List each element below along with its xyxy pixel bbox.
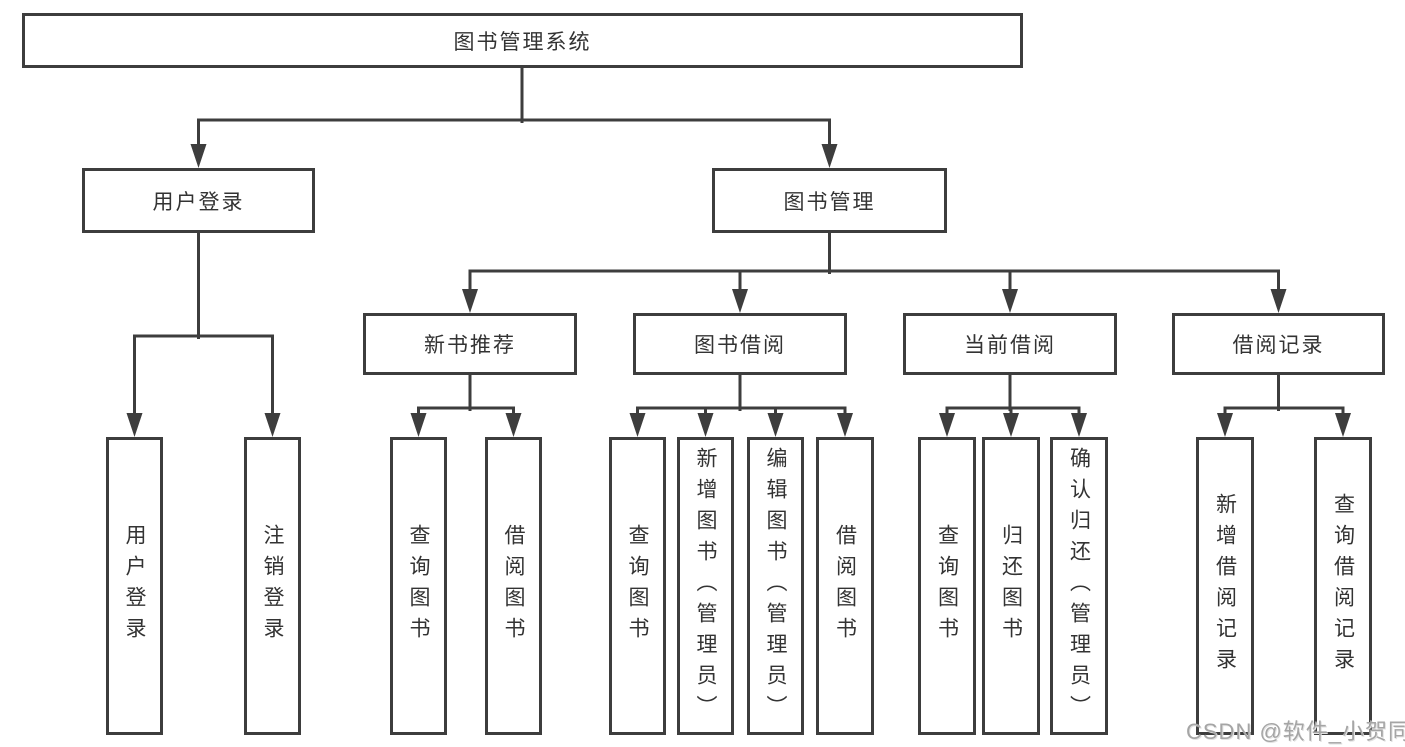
node-library-system: 图书管理系统 [22,13,1023,68]
leaf-query-books-recommend-label: 查询图书 [407,524,430,648]
node-user-login-group: 用户登录 [82,168,315,233]
leaf-logout: 注销登录 [244,437,301,735]
leaf-query-books-current: 查询图书 [918,437,976,735]
leaf-return-book: 归还图书 [982,437,1040,735]
node-book-borrowing-label: 图书借阅 [694,334,786,357]
node-book-management: 图书管理 [712,168,947,233]
csdn-watermark: CSDN @软件_小贺同学 [1186,719,1405,744]
leaf-add-book-admin: 新增图书（管理员） [677,437,734,735]
leaf-confirm-return-admin-label: 确认归还（管理员） [1067,446,1091,726]
leaf-add-borrow-record-label: 新增借阅记录 [1213,493,1237,679]
leaf-edit-book-admin-label: 编辑图书（管理员） [764,446,787,726]
leaf-query-borrow-record: 查询借阅记录 [1314,437,1372,735]
leaf-query-books-borrowing: 查询图书 [609,437,666,735]
leaf-return-book-label: 归还图书 [999,524,1023,648]
node-book-management-label: 图书管理 [783,190,876,214]
node-library-system-label: 图书管理系统 [453,30,592,54]
leaf-borrow-books-borrowing: 借阅图书 [816,437,874,735]
node-user-login-group-label: 用户登录 [152,190,245,214]
leaf-borrow-books-borrowing-label: 借阅图书 [833,524,857,648]
leaf-edit-book-admin: 编辑图书（管理员） [747,437,804,735]
leaf-query-books-borrowing-label: 查询图书 [626,524,649,648]
leaf-user-login-label: 用户登录 [123,524,146,648]
leaf-query-books-recommend: 查询图书 [390,437,447,735]
leaf-query-books-current-label: 查询图书 [935,524,959,648]
leaf-borrow-books-recommend-label: 借阅图书 [502,524,525,648]
node-borrow-records: 借阅记录 [1172,313,1385,375]
node-book-borrowing: 图书借阅 [633,313,847,375]
node-new-book-recommend-label: 新书推荐 [424,334,516,357]
leaf-query-borrow-record-label: 查询借阅记录 [1331,493,1355,679]
node-current-borrowing-label: 当前借阅 [964,334,1056,357]
node-borrow-records-label: 借阅记录 [1232,334,1325,357]
leaf-borrow-books-recommend: 借阅图书 [485,437,542,735]
node-new-book-recommend: 新书推荐 [363,313,577,375]
leaf-add-borrow-record: 新增借阅记录 [1196,437,1254,735]
leaf-add-book-admin-label: 新增图书（管理员） [694,446,717,726]
node-current-borrowing: 当前借阅 [903,313,1117,375]
leaf-confirm-return-admin: 确认归还（管理员） [1050,437,1108,735]
leaf-user-login: 用户登录 [106,437,163,735]
leaf-logout-label: 注销登录 [261,524,284,648]
